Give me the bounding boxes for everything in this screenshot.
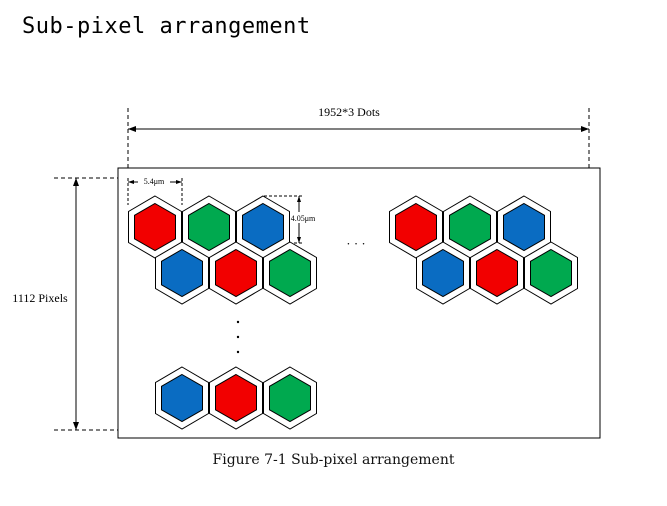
subpixel-green bbox=[269, 248, 311, 298]
pixels-label: 1112 Pixels bbox=[12, 291, 68, 305]
pitch-arrow-left bbox=[128, 180, 134, 184]
dots-label: 1952*3 Dots bbox=[318, 105, 380, 119]
pixels-label-bg bbox=[6, 290, 74, 306]
subpixel-blue bbox=[422, 248, 464, 298]
dots-arrow-right bbox=[581, 126, 589, 132]
subpixel-green bbox=[269, 373, 311, 423]
vertical-ellipsis-dot-2 bbox=[236, 335, 240, 339]
subpixel-blue bbox=[161, 373, 203, 423]
figure-caption: Figure 7-1 Sub-pixel arrangement bbox=[212, 452, 455, 468]
subpixel-red bbox=[215, 373, 257, 423]
height-arrow-bottom bbox=[297, 237, 301, 243]
pixels-arrow-top bbox=[73, 178, 79, 186]
panel-outline bbox=[117, 167, 601, 439]
pitch-label: 5.4μm bbox=[144, 177, 165, 186]
subpixel-blue bbox=[503, 202, 545, 252]
subpixel-hexagons bbox=[128, 195, 578, 430]
dots-arrow-left bbox=[128, 126, 136, 132]
pitch-label-bg bbox=[138, 175, 170, 186]
height-arrow-top bbox=[297, 196, 301, 202]
horizontal-ellipsis: · · · bbox=[346, 236, 366, 251]
subpixel-green bbox=[530, 248, 572, 298]
subpixel-blue bbox=[242, 202, 284, 252]
vertical-ellipsis-dot-3 bbox=[236, 350, 240, 354]
subpixel-green bbox=[449, 202, 491, 252]
subpixel-red bbox=[395, 202, 437, 252]
subpixel-green bbox=[188, 202, 230, 252]
subpixel-red bbox=[215, 248, 257, 298]
pixels-arrow-bottom bbox=[73, 422, 79, 430]
vertical-ellipsis-dot-1 bbox=[236, 320, 240, 324]
subpixel-blue bbox=[161, 248, 203, 298]
height-label-bg bbox=[286, 212, 318, 223]
subpixel-red bbox=[476, 248, 518, 298]
pitch-arrow-right bbox=[176, 180, 182, 184]
height-label: 4.05μm bbox=[291, 214, 316, 223]
page-title: Sub-pixel arrangement bbox=[22, 14, 311, 39]
subpixel-red bbox=[134, 202, 176, 252]
